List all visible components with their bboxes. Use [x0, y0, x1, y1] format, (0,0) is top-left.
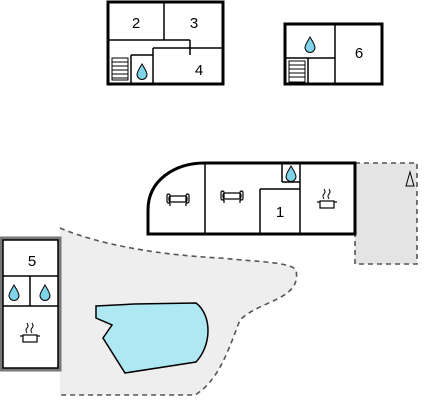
parking-area [354, 162, 418, 265]
cooking-pot-icon [19, 322, 41, 343]
stairs-icon [111, 57, 129, 81]
swimming-pool [95, 302, 209, 374]
building-units-2-3-4: 2 3 4 [106, 0, 225, 86]
building-unit-5: 5 [0, 236, 62, 372]
water-drop-icon [304, 36, 316, 53]
water-drop-icon [285, 165, 297, 182]
sofa-icon [166, 193, 190, 207]
unit-label-4: 4 [195, 62, 203, 79]
water-drop-icon [8, 284, 20, 301]
unit-label-5: 5 [28, 253, 36, 270]
building-unit-6: 6 [283, 22, 384, 86]
building-unit-1: 1 [146, 161, 357, 236]
stairs-icon [288, 60, 306, 83]
unit-label-1: 1 [276, 204, 284, 221]
water-drop-icon [136, 63, 148, 80]
parking-icon [405, 170, 415, 187]
unit-label-3: 3 [190, 15, 198, 32]
water-drop-icon [39, 284, 51, 301]
unit-label-6: 6 [355, 45, 363, 62]
unit-label-2: 2 [132, 15, 140, 32]
sofa-icon [220, 190, 244, 204]
cooking-pot-icon [316, 188, 338, 209]
